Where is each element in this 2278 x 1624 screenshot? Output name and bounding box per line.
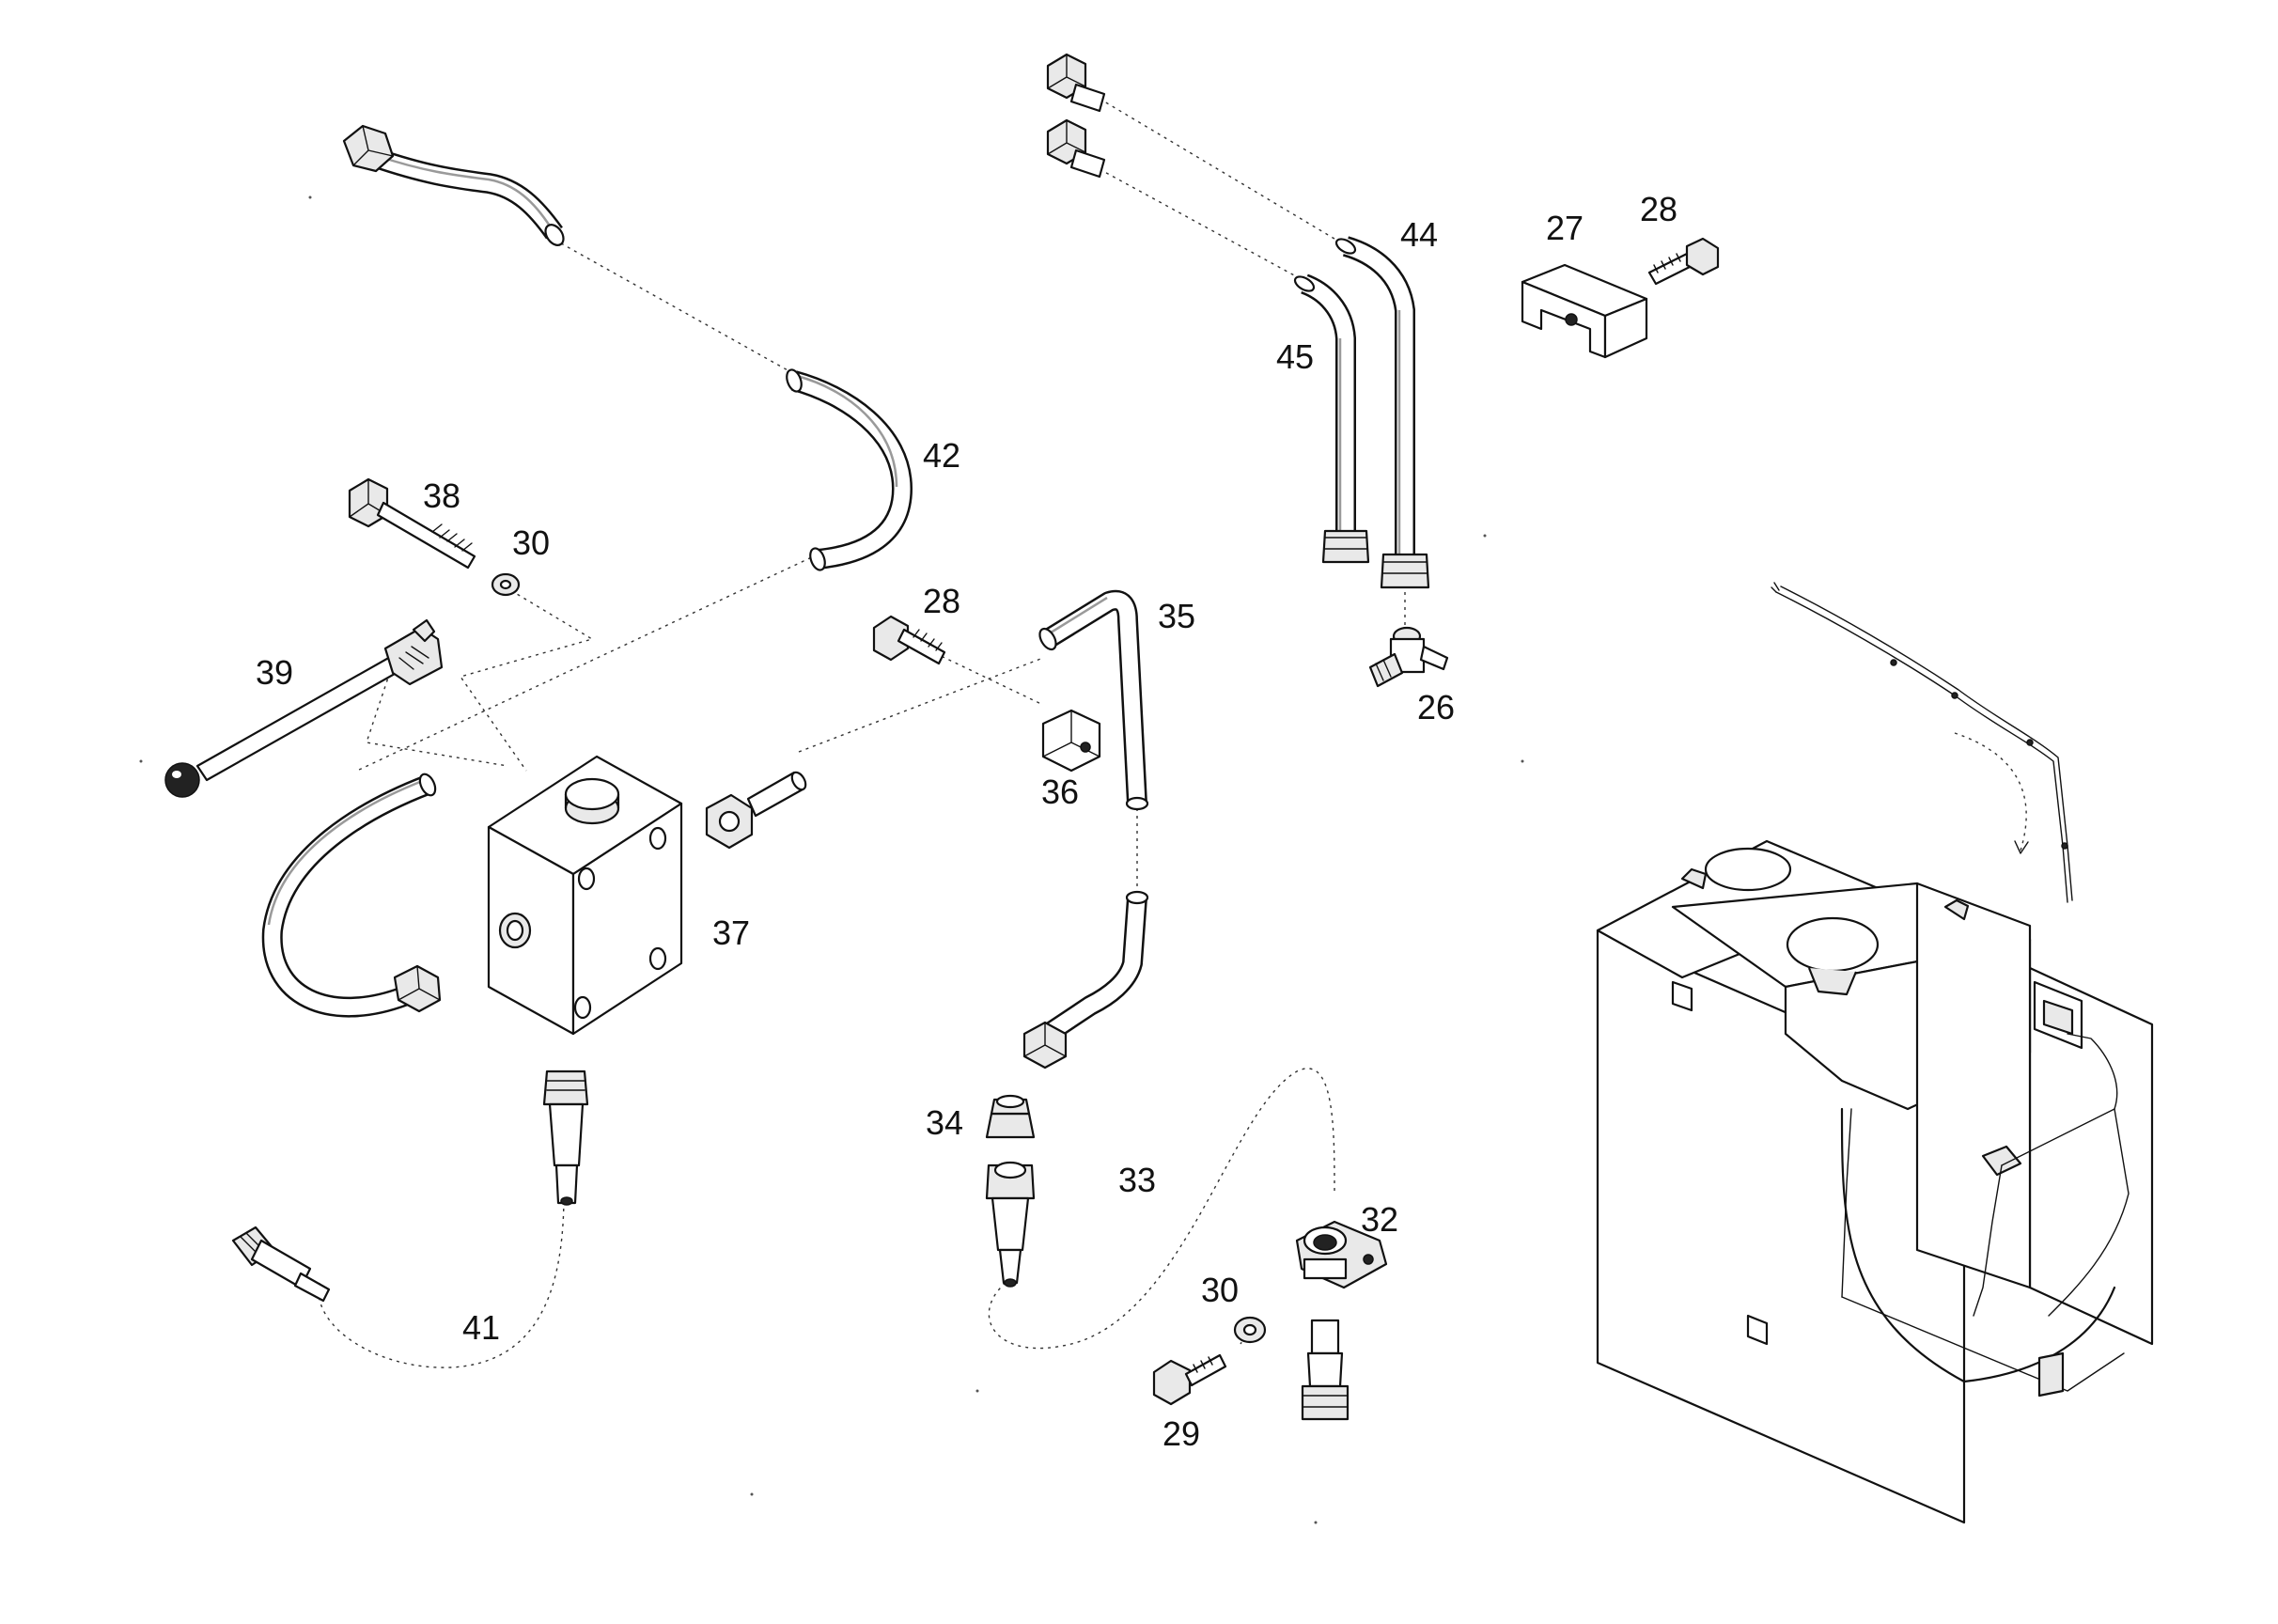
lever-handle-39 [164,618,444,798]
part-label-35: 35 [1158,597,1195,635]
part-label-26: 26 [1417,688,1455,726]
wire-harness [1771,582,2073,903]
bolt-29 [1152,1353,1227,1406]
part-label-44: 44 [1400,215,1438,254]
part-label-41: 41 [462,1308,500,1347]
hose-lower-middle [1022,890,1149,1070]
part-label-45: 45 [1276,337,1314,376]
part-label-37: 37 [712,914,750,952]
banjo-clamp-32 [1295,1220,1388,1289]
fitting-41-vertical [542,1070,589,1206]
hose-45 [1293,273,1370,564]
part-label-38: 38 [423,476,460,515]
nipple-34 [985,1094,1036,1139]
hose-42-upper [342,124,565,246]
hose-42-u-bend [786,368,913,571]
valve-block-37 [487,755,683,1036]
fitting-34-lower [985,1161,1036,1288]
clamp-block-36 [1041,709,1101,773]
part-label-27: 27 [1546,209,1584,247]
tank-housing [1596,839,2154,1524]
part-label-28-middle: 28 [923,582,960,620]
washer-30-upper [491,572,521,597]
part-label-30-upper: 30 [512,523,550,562]
bolt-28-top [1647,237,1720,286]
part-label-42: 42 [923,436,960,475]
bolt-38 [348,477,476,570]
part-label-39: 39 [256,653,293,692]
top-fitting-upper [1046,53,1106,113]
part-label-30-lower: 30 [1201,1271,1239,1309]
washer-30-lower [1233,1316,1267,1344]
bracket-27 [1521,263,1648,359]
print-specks [139,195,1524,1524]
assembly-leader-lines [318,98,1411,1368]
tee-fitting-26 [1368,626,1449,688]
part-label-29: 29 [1162,1414,1200,1453]
hose-35 [1038,589,1149,811]
hose-left-loop [261,773,442,1018]
bolt-28-middle [872,615,946,665]
adapter-fitting [705,771,807,850]
part-label-28-top: 28 [1640,190,1677,228]
top-fitting-lower [1046,118,1106,179]
hose-44 [1334,236,1430,589]
part-label-32: 32 [1361,1200,1398,1239]
part-label-36: 36 [1041,773,1079,811]
part-label-33: 33 [1118,1161,1156,1199]
fitting-41-angled [231,1226,331,1303]
fitting-below-32 [1301,1319,1350,1421]
part-label-34: 34 [926,1103,963,1142]
